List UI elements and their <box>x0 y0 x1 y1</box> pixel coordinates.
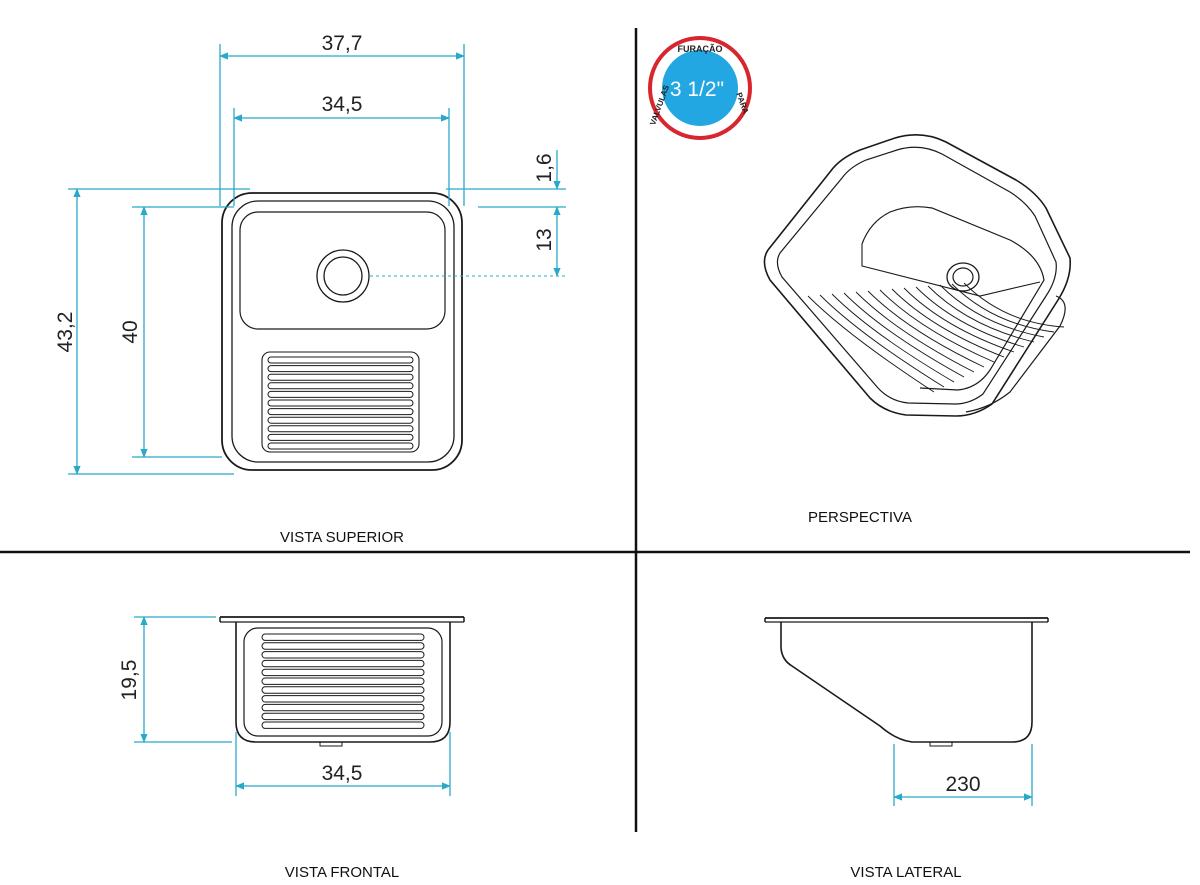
washboard-rib <box>843 292 965 378</box>
washboard-rib <box>819 294 945 388</box>
dim-width: 34,5 <box>322 762 363 785</box>
panel-dividers <box>0 28 1190 832</box>
basin-upper <box>239 211 446 330</box>
washboard-rib <box>915 286 1025 348</box>
washboard-ribs <box>807 282 1065 393</box>
drain-stub <box>929 741 953 747</box>
washboard-rib <box>267 416 414 424</box>
washboard-rib <box>267 425 414 433</box>
washboard-ribs <box>261 633 425 729</box>
badge-size: 3 1/2" <box>670 78 724 101</box>
basin-floor-edge <box>861 244 1041 297</box>
washboard-rib <box>891 288 1005 358</box>
washboard-rib <box>951 283 1055 333</box>
washboard-rib <box>261 712 425 721</box>
washboard-rib <box>267 442 414 450</box>
washboard-ribs <box>267 356 414 450</box>
washboard-rib <box>939 284 1045 338</box>
washboard-rib <box>261 695 425 703</box>
washboard-rib <box>261 668 425 677</box>
washboard-frame <box>261 351 420 453</box>
washboard-rib <box>261 651 425 659</box>
sink-inner-rim <box>776 146 1057 405</box>
washboard-rib <box>855 291 975 373</box>
washboard-rib <box>879 289 995 363</box>
badge-top-text: FURAÇÃO <box>678 44 723 54</box>
dim-outer-width: 37,7 <box>322 32 363 55</box>
sink-side-edge <box>965 295 1066 413</box>
drain-hole-inner <box>323 256 363 296</box>
washboard-rib <box>267 399 414 407</box>
washboard-rib <box>261 677 425 685</box>
washboard-rib <box>267 365 414 373</box>
washboard-rib <box>963 282 1065 328</box>
sink-inner-rim <box>231 200 455 463</box>
dim-flange: 1,6 <box>533 153 556 182</box>
washboard-rib <box>261 659 425 668</box>
washboard-rib <box>267 433 414 441</box>
washboard-rib <box>267 382 414 390</box>
washboard-rib <box>267 373 414 381</box>
drain-stub <box>319 741 343 747</box>
dim-inner-width: 34,5 <box>322 93 363 116</box>
front-view: 19,5 34,5 VISTA FRONTAL <box>118 616 465 881</box>
dim-width: 230 <box>945 773 980 796</box>
top-view: 37,7 34,5 43,2 40 1,6 13 VISTA SUPERIOR <box>54 32 566 546</box>
washboard-rib <box>927 285 1035 343</box>
drain-hole-outer <box>946 262 980 292</box>
sink-profile <box>780 622 1033 743</box>
washboard-rib <box>261 633 425 641</box>
bowl-inner <box>243 627 443 737</box>
dim-outer-depth: 43,2 <box>54 312 77 353</box>
washboard-rib <box>261 642 425 650</box>
perspective-view: FURAÇÃO VALVULAS PARA 3 1/2" PERSPECTIVA <box>648 36 1072 526</box>
washboard-rib <box>867 290 985 368</box>
sink-outer-rim <box>763 134 1072 417</box>
caption-side-view: VISTA LATERAL <box>850 864 961 881</box>
washboard-rib <box>261 686 425 694</box>
washboard-rib <box>267 408 414 416</box>
washboard-rib <box>807 295 935 393</box>
dim-height: 19,5 <box>118 660 141 701</box>
washboard-rib <box>267 356 414 364</box>
badge-center <box>662 50 738 126</box>
caption-perspective: PERSPECTIVA <box>808 509 912 526</box>
bowl-outer <box>235 622 451 743</box>
drain-hole-inner <box>952 267 974 287</box>
caption-top-view: VISTA SUPERIOR <box>280 529 404 546</box>
side-view: 230 VISTA LATERAL <box>764 617 1049 881</box>
dim-drain-offset: 13 <box>533 228 556 251</box>
washboard-rib <box>903 287 1015 353</box>
washboard-rib <box>831 293 955 383</box>
basin-wall <box>861 206 1045 391</box>
washboard-rib <box>261 721 425 729</box>
washboard-rib <box>267 390 414 398</box>
dim-inner-depth: 40 <box>119 320 142 343</box>
sink-outer-rim <box>221 192 463 471</box>
drain-hole-outer <box>316 249 370 303</box>
valve-size-badge: FURAÇÃO VALVULAS PARA 3 1/2" <box>648 36 752 140</box>
washboard-rib <box>261 703 425 712</box>
caption-front-view: VISTA FRONTAL <box>285 864 399 881</box>
